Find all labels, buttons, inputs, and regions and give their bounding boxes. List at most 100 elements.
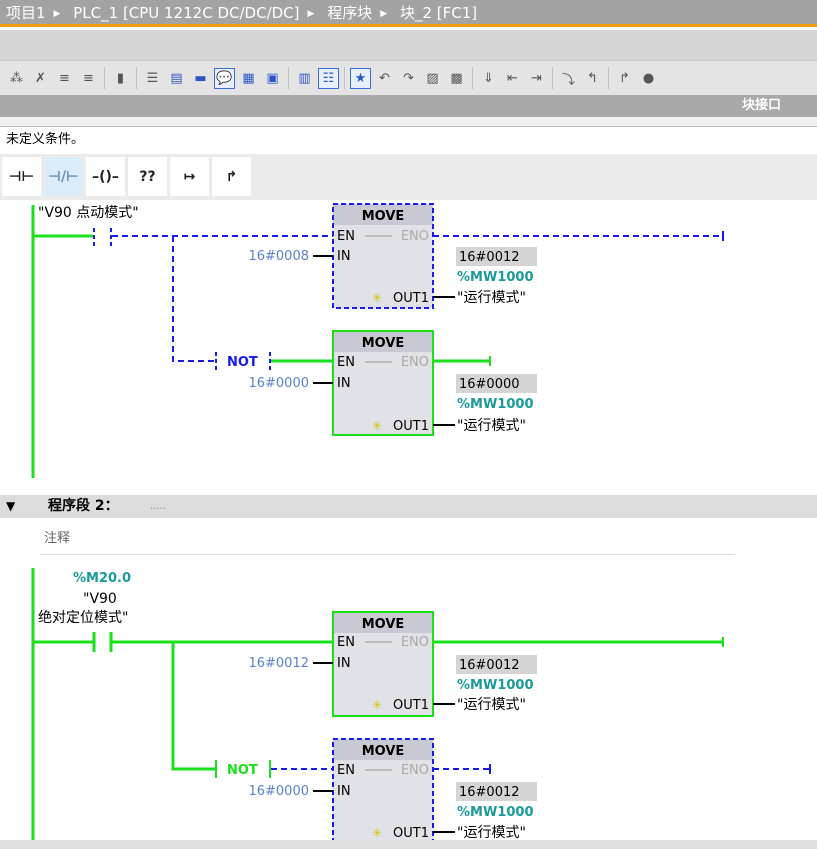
breadcrumb-item[interactable]: 块_2 [FC1]: [399, 4, 478, 22]
out-tag[interactable]: "运行模式": [457, 697, 526, 713]
favorites-star-icon[interactable]: ★: [350, 67, 371, 89]
eno-pin: ENO: [401, 635, 429, 650]
block-interface-label: 块接口: [741, 98, 781, 113]
out-address: %MW1000: [457, 678, 533, 693]
in-pin: IN: [337, 249, 351, 264]
goto-next-error-icon[interactable]: ↷: [403, 70, 414, 86]
not-instruction[interactable]: NOT: [215, 352, 271, 370]
breadcrumb-item[interactable]: 项目1: [6, 4, 46, 22]
collapse-networks-icon[interactable]: ▬: [194, 70, 207, 86]
breadcrumb-item[interactable]: PLC_1 [CPU 1212C DC/DC/DC]: [73, 4, 300, 22]
toolbar-separator: [136, 67, 137, 89]
in-pin: IN: [337, 656, 351, 671]
comments-icon[interactable]: 💬: [214, 67, 235, 89]
move-box[interactable]: MOVE EN ENO IN ✳ OUT1: [332, 611, 434, 717]
in-constant[interactable]: 16#0008: [248, 249, 309, 264]
network-2-header[interactable]: ▼ 程序段 2： .....: [0, 495, 817, 518]
en-pin: EN: [337, 763, 355, 778]
eno-pin: ENO: [401, 763, 429, 778]
variable-info-icon[interactable]: ▦: [242, 70, 255, 86]
monitor-value: 16#0012: [459, 785, 520, 800]
collapse-triangle-icon[interactable]: ▼: [6, 499, 16, 513]
coil-button[interactable]: –()–: [86, 157, 125, 196]
out-pin: OUT1: [393, 698, 429, 713]
network-comment[interactable]: 注释: [40, 528, 735, 555]
out-pin: OUT1: [393, 419, 429, 434]
out-pin: OUT1: [393, 291, 429, 306]
toolbar-separator: [472, 67, 473, 89]
contact-label: "V90: [83, 591, 117, 607]
navigation-icon[interactable]: ▣: [266, 70, 279, 86]
box-title: MOVE: [362, 336, 405, 351]
network-title: 程序段 2：: [48, 498, 119, 514]
go-next-icon[interactable]: ↱: [619, 70, 630, 86]
spark-icon: ✳: [372, 698, 382, 712]
in-pin: IN: [337, 784, 351, 799]
not-instruction[interactable]: NOT: [215, 760, 271, 778]
split-icon[interactable]: ⤵: [561, 72, 575, 88]
network-title-input[interactable]: .....: [150, 501, 166, 512]
network-2: %M20.0 "V90 绝对定位模式" NOT MOVE EN: [31, 568, 724, 844]
spark-icon: ✳: [372, 826, 382, 840]
out-address: %MW1000: [457, 397, 533, 412]
outdent-icon[interactable]: ⇥: [531, 70, 542, 86]
close-branch-button[interactable]: ↱: [212, 157, 251, 196]
monitor-icon[interactable]: ▨: [426, 70, 439, 86]
favorites-icon[interactable]: ▥: [298, 70, 311, 86]
monitor-all-icon[interactable]: ▩: [450, 70, 463, 86]
go-previous-icon[interactable]: ↰: [587, 70, 598, 86]
block-interface-bar[interactable]: 块接口: [0, 95, 817, 117]
wire-powered: [33, 640, 723, 771]
ladder-instruction-bar: ⊣⊢⊣/⊢–()–??↦↱: [0, 154, 817, 200]
insert-row-icon[interactable]: ≡: [59, 70, 70, 86]
no-contact-button[interactable]: ⊣⊢: [2, 157, 41, 196]
wire-unpowered: [112, 235, 723, 362]
open-branch-button[interactable]: ↦: [170, 157, 209, 196]
out-address: %MW1000: [457, 805, 533, 820]
reset-icon[interactable]: ▮: [116, 70, 125, 86]
expand-networks-icon[interactable]: ▤: [170, 70, 183, 86]
delete-network-icon[interactable]: ✗: [35, 70, 46, 86]
breadcrumb-separator-icon: ▶: [307, 9, 315, 19]
empty-box-button[interactable]: ??: [128, 157, 167, 196]
no-contact[interactable]: [92, 632, 113, 652]
list-icon[interactable]: ☷: [318, 67, 339, 89]
breadcrumb-item[interactable]: 程序块: [327, 4, 373, 22]
settings-icon[interactable]: ●: [642, 70, 655, 86]
monitor-value: 16#0012: [459, 250, 520, 265]
breadcrumb: 项目1▶ PLC_1 [CPU 1212C DC/DC/DC]▶ 程序块▶ 块_…: [0, 0, 817, 27]
en-pin: EN: [337, 635, 355, 650]
breadcrumb-separator-icon: ▶: [380, 9, 388, 19]
indent-icon[interactable]: ⇤: [507, 70, 518, 86]
absolute-symbolic-icon[interactable]: ☰: [146, 70, 159, 86]
out-tag[interactable]: "运行模式": [457, 418, 526, 434]
move-box[interactable]: MOVE EN ENO IN ✳ OUT1: [332, 203, 434, 309]
in-constant[interactable]: 16#0012: [248, 656, 309, 671]
toolbar-separator: [608, 67, 609, 89]
toolbar-separator: [344, 67, 345, 89]
toolbar-separator: [288, 67, 289, 89]
in-constant[interactable]: 16#0000: [248, 376, 309, 391]
goto-error-icon[interactable]: ↶: [379, 70, 390, 86]
out-tag[interactable]: "运行模式": [457, 825, 526, 841]
box-title: MOVE: [362, 209, 405, 224]
out-tag[interactable]: "运行模式": [457, 290, 526, 306]
spark-icon: ✳: [372, 291, 382, 305]
box-title: MOVE: [362, 744, 405, 759]
append-row-icon[interactable]: ≡: [83, 70, 94, 86]
no-contact[interactable]: [93, 228, 112, 246]
compare-icon[interactable]: ⇓: [483, 70, 494, 86]
move-box[interactable]: MOVE EN ENO IN ✳ OUT1: [332, 330, 434, 436]
condition-text: 未定义条件。: [6, 132, 85, 147]
network-1: "V90 点动模式" NOT MOVE EN ENO IN: [31, 203, 724, 478]
contact-label: "V90 点动模式": [38, 205, 139, 221]
contact-label: 绝对定位模式": [38, 610, 128, 626]
contact-address[interactable]: %M20.0: [73, 571, 131, 586]
nc-contact-button[interactable]: ⊣/⊢: [44, 157, 83, 196]
interface-splitter[interactable]: [0, 117, 817, 127]
move-box[interactable]: MOVE EN ENO IN ✳ OUT1: [332, 738, 434, 844]
horizontal-scrollbar[interactable]: [0, 840, 817, 849]
insert-network-icon[interactable]: ⁂: [10, 70, 23, 86]
in-constant[interactable]: 16#0000: [248, 784, 309, 799]
